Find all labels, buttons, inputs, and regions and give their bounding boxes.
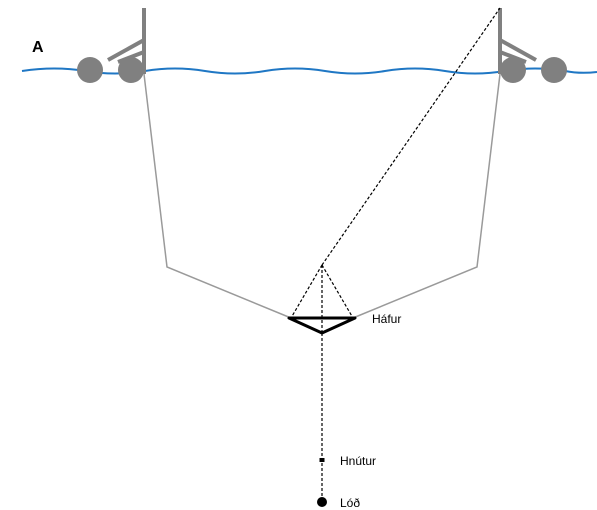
right-vessel xyxy=(498,8,567,83)
long-dashed-line xyxy=(321,7,501,266)
net-mouth-frame xyxy=(287,316,357,335)
weight-label: Lóð xyxy=(340,496,360,510)
left-vessel-boom xyxy=(107,38,145,62)
knot-marker xyxy=(319,458,325,462)
right-tow-rope xyxy=(352,73,501,319)
knot-label: Hnútur xyxy=(340,454,376,468)
right-vessel-float-2 xyxy=(541,57,567,83)
panel-label: A xyxy=(32,39,44,56)
left-vessel-float-1 xyxy=(77,57,103,83)
weight-ball xyxy=(317,497,327,507)
left-vessel-float-2 xyxy=(118,57,144,83)
left-tow-rope xyxy=(143,73,292,319)
right-vessel-float-1 xyxy=(500,57,526,83)
right-vessel-boom xyxy=(499,38,537,62)
bridle-left-dashed xyxy=(290,264,323,319)
left-vessel xyxy=(77,8,146,83)
bridle-right-dashed xyxy=(321,264,354,319)
net-mouth-label: Háfur xyxy=(372,312,401,326)
